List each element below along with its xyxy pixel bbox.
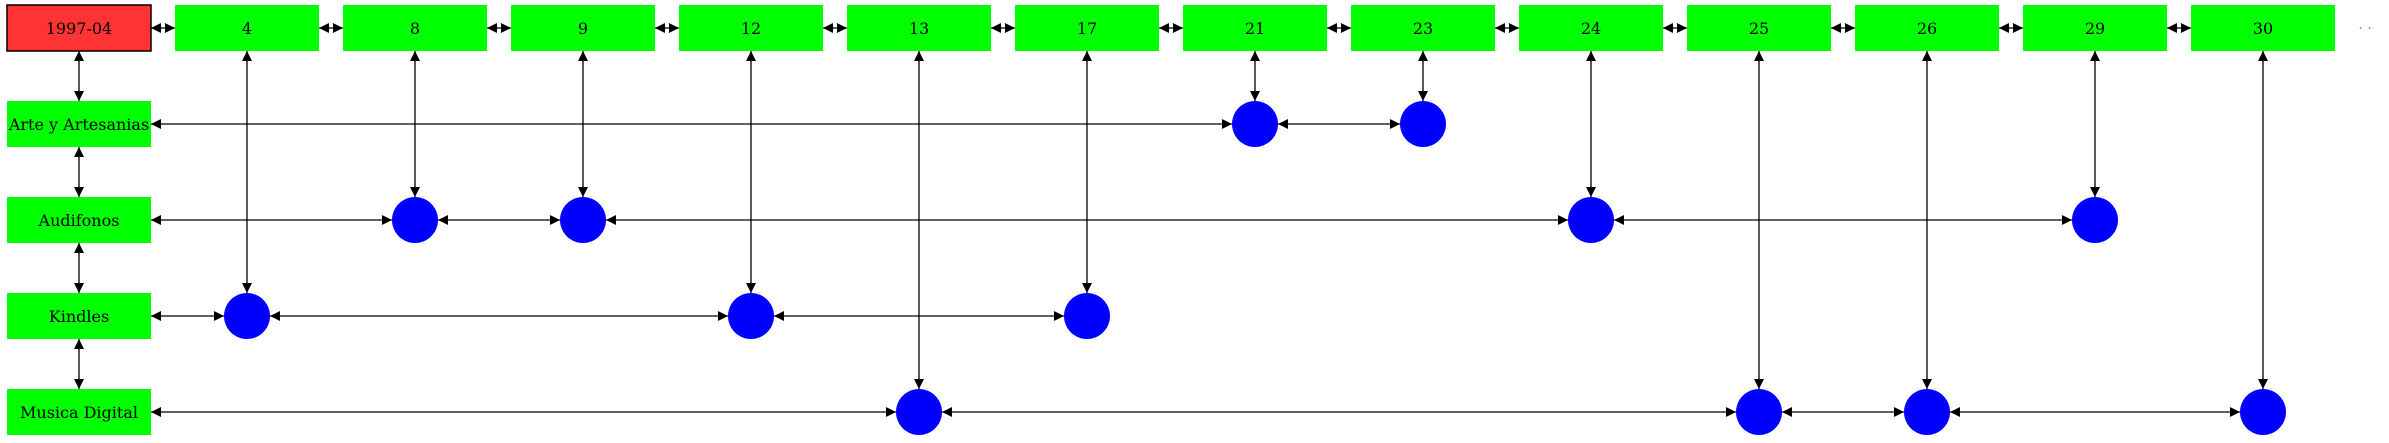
day-node-29-label: 29 (2085, 19, 2105, 38)
category-node-2-box (7, 293, 151, 339)
category-node-3-label: Musica Digital (20, 403, 138, 422)
category-node-0-label: Arte y Artesanias (8, 115, 149, 134)
day-node-26[interactable]: 26 (1855, 5, 1999, 51)
category-node-1-box (7, 197, 151, 243)
event-node-26-row-3[interactable] (1904, 389, 1950, 435)
day-node-23-label: 23 (1413, 19, 1433, 38)
category-node-2-label: Kindles (49, 307, 109, 326)
header-node-label: 1997-04 (46, 19, 112, 38)
edges-layer (74, 23, 2268, 417)
day-node-21-label: 21 (1245, 19, 1265, 38)
day-node-17-box (1015, 5, 1159, 51)
day-node-29[interactable]: 29 (2023, 5, 2167, 51)
event-node-9-row-1[interactable] (560, 197, 606, 243)
event-node-23-row-0[interactable] (1400, 101, 1446, 147)
day-node-8-box (343, 5, 487, 51)
day-node-23[interactable]: 23 (1351, 5, 1495, 51)
day-node-12-label: 12 (741, 19, 761, 38)
day-node-24-label: 24 (1581, 19, 1601, 38)
day-node-12[interactable]: 12 (679, 5, 823, 51)
day-node-17-label: 17 (1077, 19, 1097, 38)
category-node-1[interactable]: Audifonos (7, 197, 151, 243)
event-node-17-row-2[interactable] (1064, 293, 1110, 339)
day-node-9-box (511, 5, 655, 51)
event-node-4-row-2[interactable] (224, 293, 270, 339)
day-node-24-box (1519, 5, 1663, 51)
day-node-8-label: 8 (410, 19, 420, 38)
day-node-24[interactable]: 24 (1519, 5, 1663, 51)
category-node-1-label: Audifonos (38, 211, 120, 230)
day-node-26-label: 26 (1917, 19, 1937, 38)
day-node-25[interactable]: 25 (1687, 5, 1831, 51)
event-node-8-row-1[interactable] (392, 197, 438, 243)
event-node-25-row-3[interactable] (1736, 389, 1782, 435)
day-node-30-label: 30 (2253, 19, 2273, 38)
day-node-23-box (1351, 5, 1495, 51)
category-node-0-box (7, 101, 151, 147)
day-node-4-label: 4 (242, 19, 252, 38)
category-node-3[interactable]: Musica Digital (7, 389, 151, 435)
event-node-12-row-2[interactable] (728, 293, 774, 339)
header-node[interactable]: 1997-04 (6, 4, 152, 52)
day-node-17[interactable]: 17 (1015, 5, 1159, 51)
day-node-4[interactable]: 4 (175, 5, 319, 51)
header-node-box (6, 4, 152, 52)
day-node-12-box (679, 5, 823, 51)
day-node-9-label: 9 (578, 19, 588, 38)
day-node-21-box (1183, 5, 1327, 51)
event-node-21-row-0[interactable] (1232, 101, 1278, 147)
day-node-21[interactable]: 21 (1183, 5, 1327, 51)
event-node-13-row-3[interactable] (896, 389, 942, 435)
day-node-25-label: 25 (1749, 19, 1769, 38)
day-node-4-box (175, 5, 319, 51)
day-node-25-box (1687, 5, 1831, 51)
day-node-29-box (2023, 5, 2167, 51)
category-node-2[interactable]: Kindles (7, 293, 151, 339)
event-node-30-row-3[interactable] (2240, 389, 2286, 435)
day-node-13-label: 13 (909, 19, 929, 38)
event-node-24-row-1[interactable] (1568, 197, 1614, 243)
day-node-13[interactable]: 13 (847, 5, 991, 51)
day-node-13-box (847, 5, 991, 51)
day-node-26-box (1855, 5, 1999, 51)
day-node-30[interactable]: 30 (2191, 5, 2335, 51)
category-node-0[interactable]: Arte y Artesanias (7, 101, 151, 147)
category-node-3-box (7, 389, 151, 435)
day-node-30-box (2191, 5, 2335, 51)
timeline-ellipsis: · · (2358, 21, 2371, 37)
event-node-29-row-1[interactable] (2072, 197, 2118, 243)
day-node-9[interactable]: 9 (511, 5, 655, 51)
day-node-8[interactable]: 8 (343, 5, 487, 51)
